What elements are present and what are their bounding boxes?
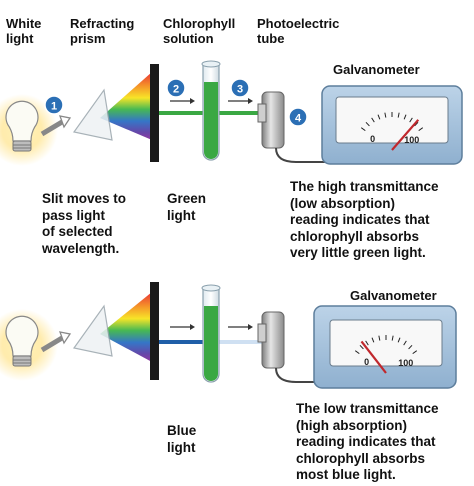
- label-photoelectric-tube: Photoelectric tube: [257, 16, 339, 46]
- dial-tick: [414, 121, 419, 127]
- step-number: 4: [295, 113, 302, 125]
- spectrum-fan: [100, 72, 152, 140]
- slit-bar: [150, 64, 159, 162]
- label-line: Green: [167, 191, 207, 206]
- meter-dial-bottom: 0 100: [354, 335, 418, 374]
- label-galvanometer-bottom: Galvanometer: [350, 288, 437, 303]
- dial-tick: [384, 112, 387, 118]
- dial-tick: [360, 127, 366, 132]
- prism-shape: [72, 88, 113, 141]
- label-line: light: [6, 31, 34, 46]
- label-line: White: [6, 16, 42, 31]
- label-galvanometer-top: Galvanometer: [333, 62, 420, 77]
- caption-line: The high transmittance: [290, 179, 439, 194]
- prism-shape: [72, 304, 113, 357]
- test-tube-green: [201, 60, 221, 161]
- label-line: light: [167, 439, 196, 455]
- label-refracting-prism: Refracting prism: [70, 16, 134, 46]
- step-number: 3: [237, 84, 243, 96]
- step-number: 2: [173, 84, 179, 96]
- dial-tick: [371, 117, 375, 123]
- dial-tick: [365, 340, 369, 346]
- label-line: solution: [163, 31, 214, 46]
- label-line: tube: [257, 31, 285, 46]
- dial-tick: [365, 121, 370, 127]
- light-arrow: [40, 335, 64, 353]
- dial-min-label: 0: [364, 357, 369, 367]
- photoelectric-tube-bottom: [257, 311, 326, 383]
- caption-bottom: The low transmittance (high absorption) …: [296, 401, 439, 484]
- dial-needle: [360, 340, 387, 374]
- dial-tick: [378, 335, 381, 341]
- caption-line: very little green light.: [290, 245, 426, 260]
- dial-tick: [354, 350, 360, 355]
- galvanometer-bottom: 0 100: [313, 305, 457, 389]
- caption-top: The high transmittance (low absorption) …: [290, 179, 439, 262]
- label-line: light: [167, 207, 196, 223]
- dial-min-label: 0: [370, 134, 375, 144]
- label-line: Chlorophyll: [163, 16, 236, 31]
- lightbulb-icon: [0, 94, 58, 166]
- step-number: 1: [51, 101, 57, 113]
- label-white-light: White light: [6, 16, 41, 46]
- label-slit: Slit moves to pass light of selected wav…: [42, 191, 126, 257]
- label-chlorophyll-solution: Chlorophyll solution: [163, 16, 235, 46]
- lightbulb-icon: [0, 309, 58, 381]
- step-badge-2: 2: [166, 78, 186, 98]
- spectrum-fan: [100, 292, 152, 362]
- caption-line: (high absorption): [296, 417, 407, 433]
- label-line: wavelength.: [42, 240, 120, 256]
- dial-tick: [409, 117, 413, 123]
- caption-line: (low absorption): [290, 195, 395, 211]
- top-row: 0 100: [0, 60, 463, 166]
- slit-bar: [150, 282, 159, 380]
- dial-tick: [377, 114, 381, 120]
- caption-line: The low transmittance: [296, 401, 439, 416]
- label-line: of selected: [42, 224, 113, 239]
- label-line: pass light: [42, 207, 106, 223]
- dial-tick: [371, 337, 375, 343]
- caption-line: chlorophyll absorbs: [296, 450, 426, 466]
- caption-line: reading indicates that: [290, 212, 430, 227]
- dial-max-label: 100: [404, 135, 419, 145]
- label-blue-light: Blue light: [167, 423, 196, 456]
- dial-tick: [418, 127, 424, 132]
- label-line: prism: [70, 31, 106, 46]
- step-badge-4: 4: [288, 107, 308, 127]
- light-arrow: [40, 119, 64, 137]
- bottom-row: 0 100: [0, 282, 457, 389]
- caption-line: most blue light.: [296, 467, 396, 482]
- galvanometer-top: 0 100: [321, 85, 463, 165]
- caption-line: reading indicates that: [296, 434, 436, 449]
- step-badge-3: 3: [230, 78, 250, 98]
- caption-line: chlorophyll absorbs: [290, 228, 420, 244]
- dial-tick: [408, 344, 413, 350]
- dial-needle: [391, 119, 420, 151]
- dial-tick: [391, 335, 394, 341]
- label-line: Blue: [167, 423, 197, 438]
- step-badge-1: 1: [44, 95, 64, 115]
- label-line: Refracting: [70, 16, 135, 31]
- dial-tick: [397, 337, 401, 343]
- label-green-light: Green light: [167, 191, 206, 224]
- meter-dial-top: 0 100: [360, 112, 424, 151]
- label-line: Slit moves to: [42, 191, 127, 206]
- dial-tick: [397, 112, 400, 118]
- dial-tick: [412, 350, 418, 355]
- dial-max-label: 100: [398, 358, 413, 368]
- photoelectric-tube-top: [257, 91, 326, 163]
- label-line: Photoelectric: [257, 16, 340, 31]
- dial-tick: [359, 344, 364, 350]
- dial-tick: [403, 114, 407, 120]
- test-tube-green: [201, 284, 221, 383]
- dial-tick: [403, 340, 407, 346]
